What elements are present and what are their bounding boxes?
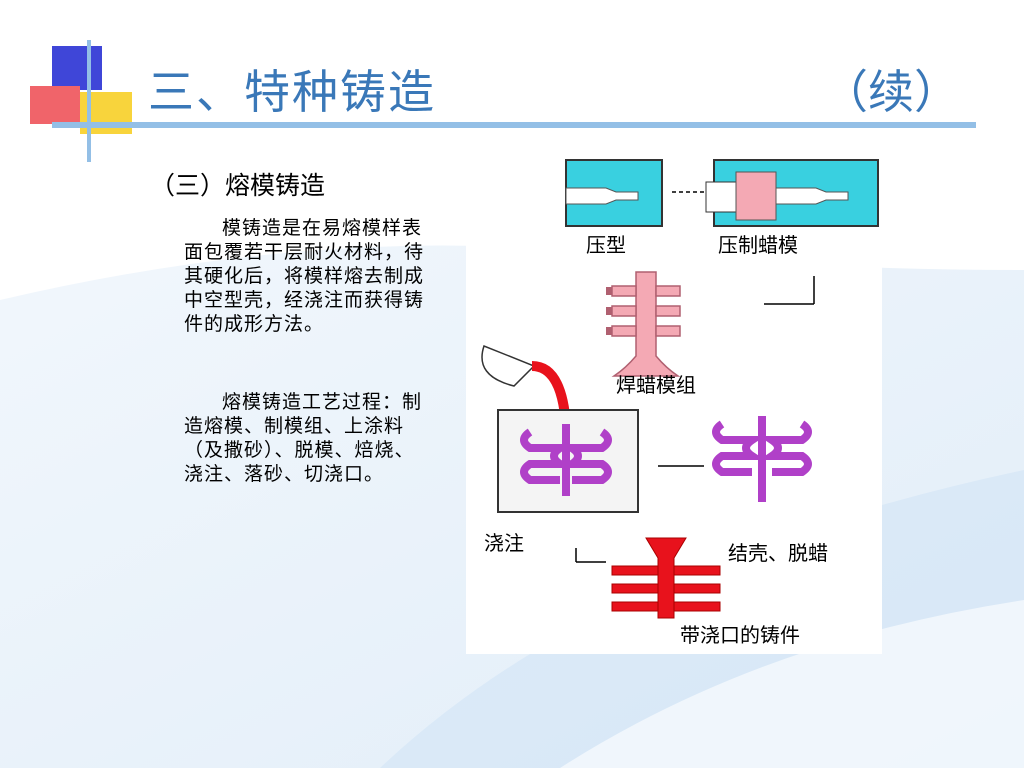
logo-red-square bbox=[30, 86, 80, 124]
wax-cluster-figure bbox=[611, 271, 681, 377]
label-press-wax: 压制蜡模 bbox=[718, 233, 798, 257]
label-shell-dewax: 结壳、脱蜡 bbox=[728, 541, 828, 565]
label-press-mold: 压型 bbox=[586, 233, 626, 257]
pour-figure bbox=[481, 345, 639, 513]
investment-casting-diagram: 压型 压制蜡模 焊蜡模组 浇注 结壳、脱蜡 bbox=[466, 156, 882, 654]
label-casting-with-gate: 带浇口的铸件 bbox=[680, 623, 800, 647]
shell-dewax-figure bbox=[712, 416, 812, 502]
logo-blue-square bbox=[52, 46, 102, 90]
title-vertical-rule bbox=[87, 40, 91, 162]
press-mold-figure bbox=[565, 159, 663, 227]
label-pour: 浇注 bbox=[484, 531, 524, 555]
wax-arms bbox=[606, 287, 612, 335]
paragraph-definition: 模铸造是在易熔模样表面包覆若干层耐火材料，待其硬化后，将模样熔去制成中空型壳，经… bbox=[184, 217, 425, 335]
casting-with-gate-figure bbox=[611, 537, 721, 619]
section-subtitle: （三）熔模铸造 bbox=[150, 171, 326, 200]
press-wax-figure bbox=[672, 159, 879, 227]
page-title: 三、特种铸造 bbox=[148, 65, 436, 119]
label-weld-wax: 焊蜡模组 bbox=[616, 373, 696, 397]
title-suffix: （续） bbox=[822, 65, 960, 119]
title-rule bbox=[52, 122, 976, 128]
paragraph-process: 熔模铸造工艺过程：制造熔模、制模组、上涂料（及撒砂）、脱模、焙烧、浇注、落砂、切… bbox=[184, 391, 423, 485]
